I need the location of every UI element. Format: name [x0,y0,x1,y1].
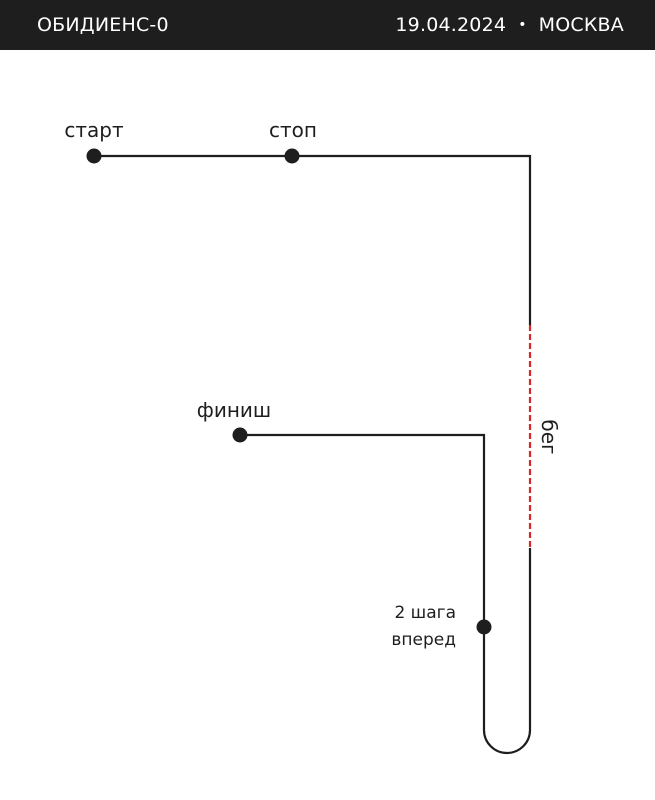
steps-point [476,619,492,635]
header-city: МОСКВА [538,14,624,36]
header-bar: ОБИДИЕНС-0 19.04.2024 • МОСКВА [0,0,655,50]
steps-label-line2: вперед [391,630,456,650]
header-title: ОБИДИЕНС-0 [37,14,169,36]
stop-label: стоп [269,118,317,142]
stop-point [284,148,300,164]
start-label: старт [64,118,124,142]
route-path-top [94,154,532,325]
run-label: бег [537,419,561,454]
start-point [86,148,102,164]
steps-label-line1: 2 шага [394,603,456,623]
finish-label: финиш [197,398,271,422]
header-separator: • [518,17,527,33]
header-meta: 19.04.2024 • МОСКВА [395,14,624,36]
route-path-bottom [240,433,532,755]
header-date: 19.04.2024 [395,14,507,36]
finish-point [232,427,248,443]
